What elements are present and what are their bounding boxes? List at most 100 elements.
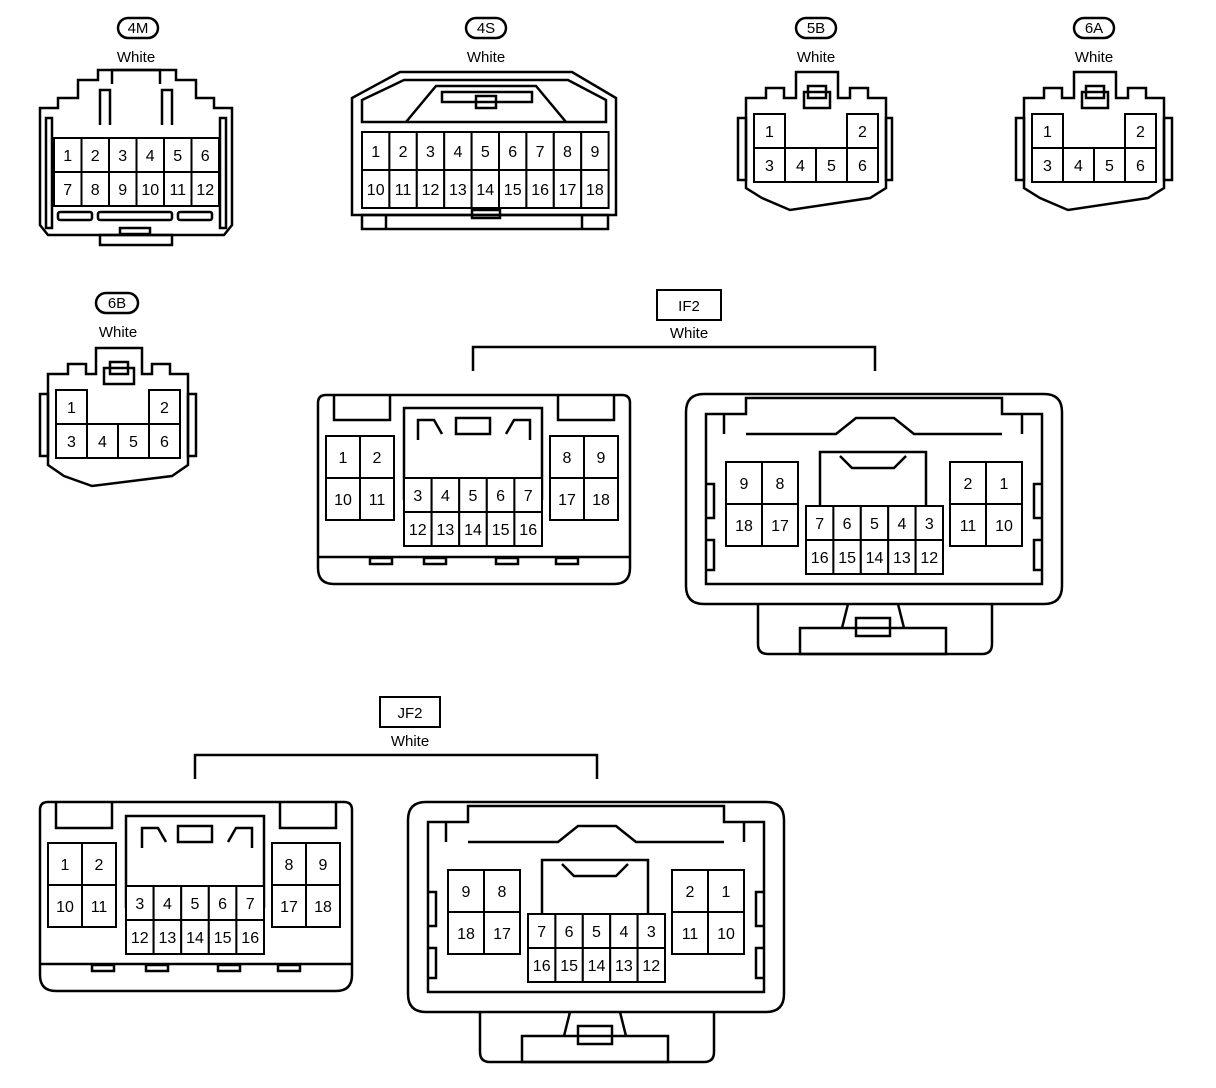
pin-number: 15 <box>492 522 510 539</box>
pin-cell <box>636 947 666 983</box>
pin-number: 8 <box>498 884 507 901</box>
pin-number: 6 <box>858 158 867 175</box>
pin-number: 12 <box>642 958 660 975</box>
pin-cell <box>636 913 666 949</box>
pin-number: 17 <box>771 518 789 535</box>
pin-number: 11 <box>369 492 386 509</box>
pin-number: 4 <box>146 148 155 165</box>
pin-cell <box>207 919 238 955</box>
pin-number: 18 <box>592 492 610 509</box>
connector-6b-code: 6B <box>108 295 126 312</box>
connector-jf2-color: White <box>391 733 429 750</box>
pin-cell <box>580 131 610 171</box>
connector-jf2-female-housing <box>38 800 354 993</box>
pin-number: 17 <box>558 492 576 509</box>
pin-cell <box>554 913 584 949</box>
pin-cell <box>388 131 418 171</box>
pin-number: 12 <box>409 522 427 539</box>
pin-cell <box>359 477 395 521</box>
pin-number: 17 <box>280 899 298 916</box>
pin-cell <box>513 511 544 547</box>
pin-number: 3 <box>135 896 144 913</box>
pin-number: 2 <box>95 857 104 874</box>
pin-number: 13 <box>893 550 911 567</box>
pin-number: 10 <box>334 492 352 509</box>
connector-if2-male-housing <box>684 392 1064 656</box>
connector-4s-color: White <box>467 49 505 66</box>
pin-number: 14 <box>866 550 884 567</box>
pin-number: 18 <box>457 926 475 943</box>
pin-number: 1 <box>1043 124 1052 141</box>
pin-number: 6 <box>160 434 169 451</box>
pin-number: 12 <box>131 930 149 947</box>
pin-number: 5 <box>129 434 138 451</box>
pin-number: 4 <box>897 516 906 533</box>
pin-number: 3 <box>647 924 656 941</box>
pin-number: 8 <box>91 182 100 199</box>
pin-cell <box>1031 147 1064 183</box>
pin-number: 13 <box>449 182 467 199</box>
pin-number: 9 <box>319 857 328 874</box>
pin-number: 3 <box>118 148 127 165</box>
pin-cell <box>117 423 150 459</box>
connector-jf2-male-housing <box>406 800 786 1064</box>
pin-cell <box>525 131 555 171</box>
pin-number: 1 <box>61 857 70 874</box>
pin-number: 4 <box>441 488 450 505</box>
pin-number: 17 <box>559 182 577 199</box>
pin-number: 5 <box>469 488 478 505</box>
connector-4m-oval <box>116 16 160 40</box>
pin-number: 7 <box>246 896 255 913</box>
pin-cell <box>305 884 341 928</box>
pin-number: 8 <box>563 144 572 161</box>
pin-cell <box>859 539 890 575</box>
connector-6b-oval <box>94 291 140 315</box>
pin-number: 3 <box>67 434 76 451</box>
connector-4m-code: 4M <box>128 20 149 37</box>
pin-number: 11 <box>960 518 977 535</box>
connector-if2-box <box>656 289 722 321</box>
pin-cell <box>580 169 610 209</box>
pin-number: 10 <box>995 518 1013 535</box>
connector-6a-oval <box>1072 16 1116 40</box>
pin-number: 15 <box>560 958 578 975</box>
pin-cell <box>388 169 418 209</box>
pin-number: 16 <box>531 182 549 199</box>
pin-number: 2 <box>91 148 100 165</box>
pin-number: 8 <box>563 450 572 467</box>
pin-cell <box>152 919 183 955</box>
connector-jf2-box <box>379 696 441 728</box>
pin-number: 1 <box>1000 476 1009 493</box>
pin-number: 5 <box>481 144 490 161</box>
pin-number: 10 <box>56 899 74 916</box>
pin-number: 3 <box>413 488 422 505</box>
connector-5b-oval <box>794 16 838 40</box>
pin-number: 7 <box>63 182 72 199</box>
pin-number: 7 <box>524 488 533 505</box>
pin-cell <box>430 477 461 513</box>
pin-cell <box>549 477 585 521</box>
pin-number: 1 <box>339 450 348 467</box>
pin-cell <box>271 842 307 886</box>
pin-number: 5 <box>1105 158 1114 175</box>
pin-cell <box>725 503 763 547</box>
pin-cell <box>361 169 391 209</box>
connector-4m-housing <box>38 68 234 247</box>
pin-number: 6 <box>201 148 210 165</box>
pin-number: 10 <box>141 182 159 199</box>
pin-cell <box>887 539 917 575</box>
pin-number: 3 <box>1043 158 1052 175</box>
pin-number: 11 <box>91 899 108 916</box>
pin-number: 2 <box>686 884 695 901</box>
pin-number: 2 <box>373 450 382 467</box>
pin-cell <box>805 539 835 575</box>
